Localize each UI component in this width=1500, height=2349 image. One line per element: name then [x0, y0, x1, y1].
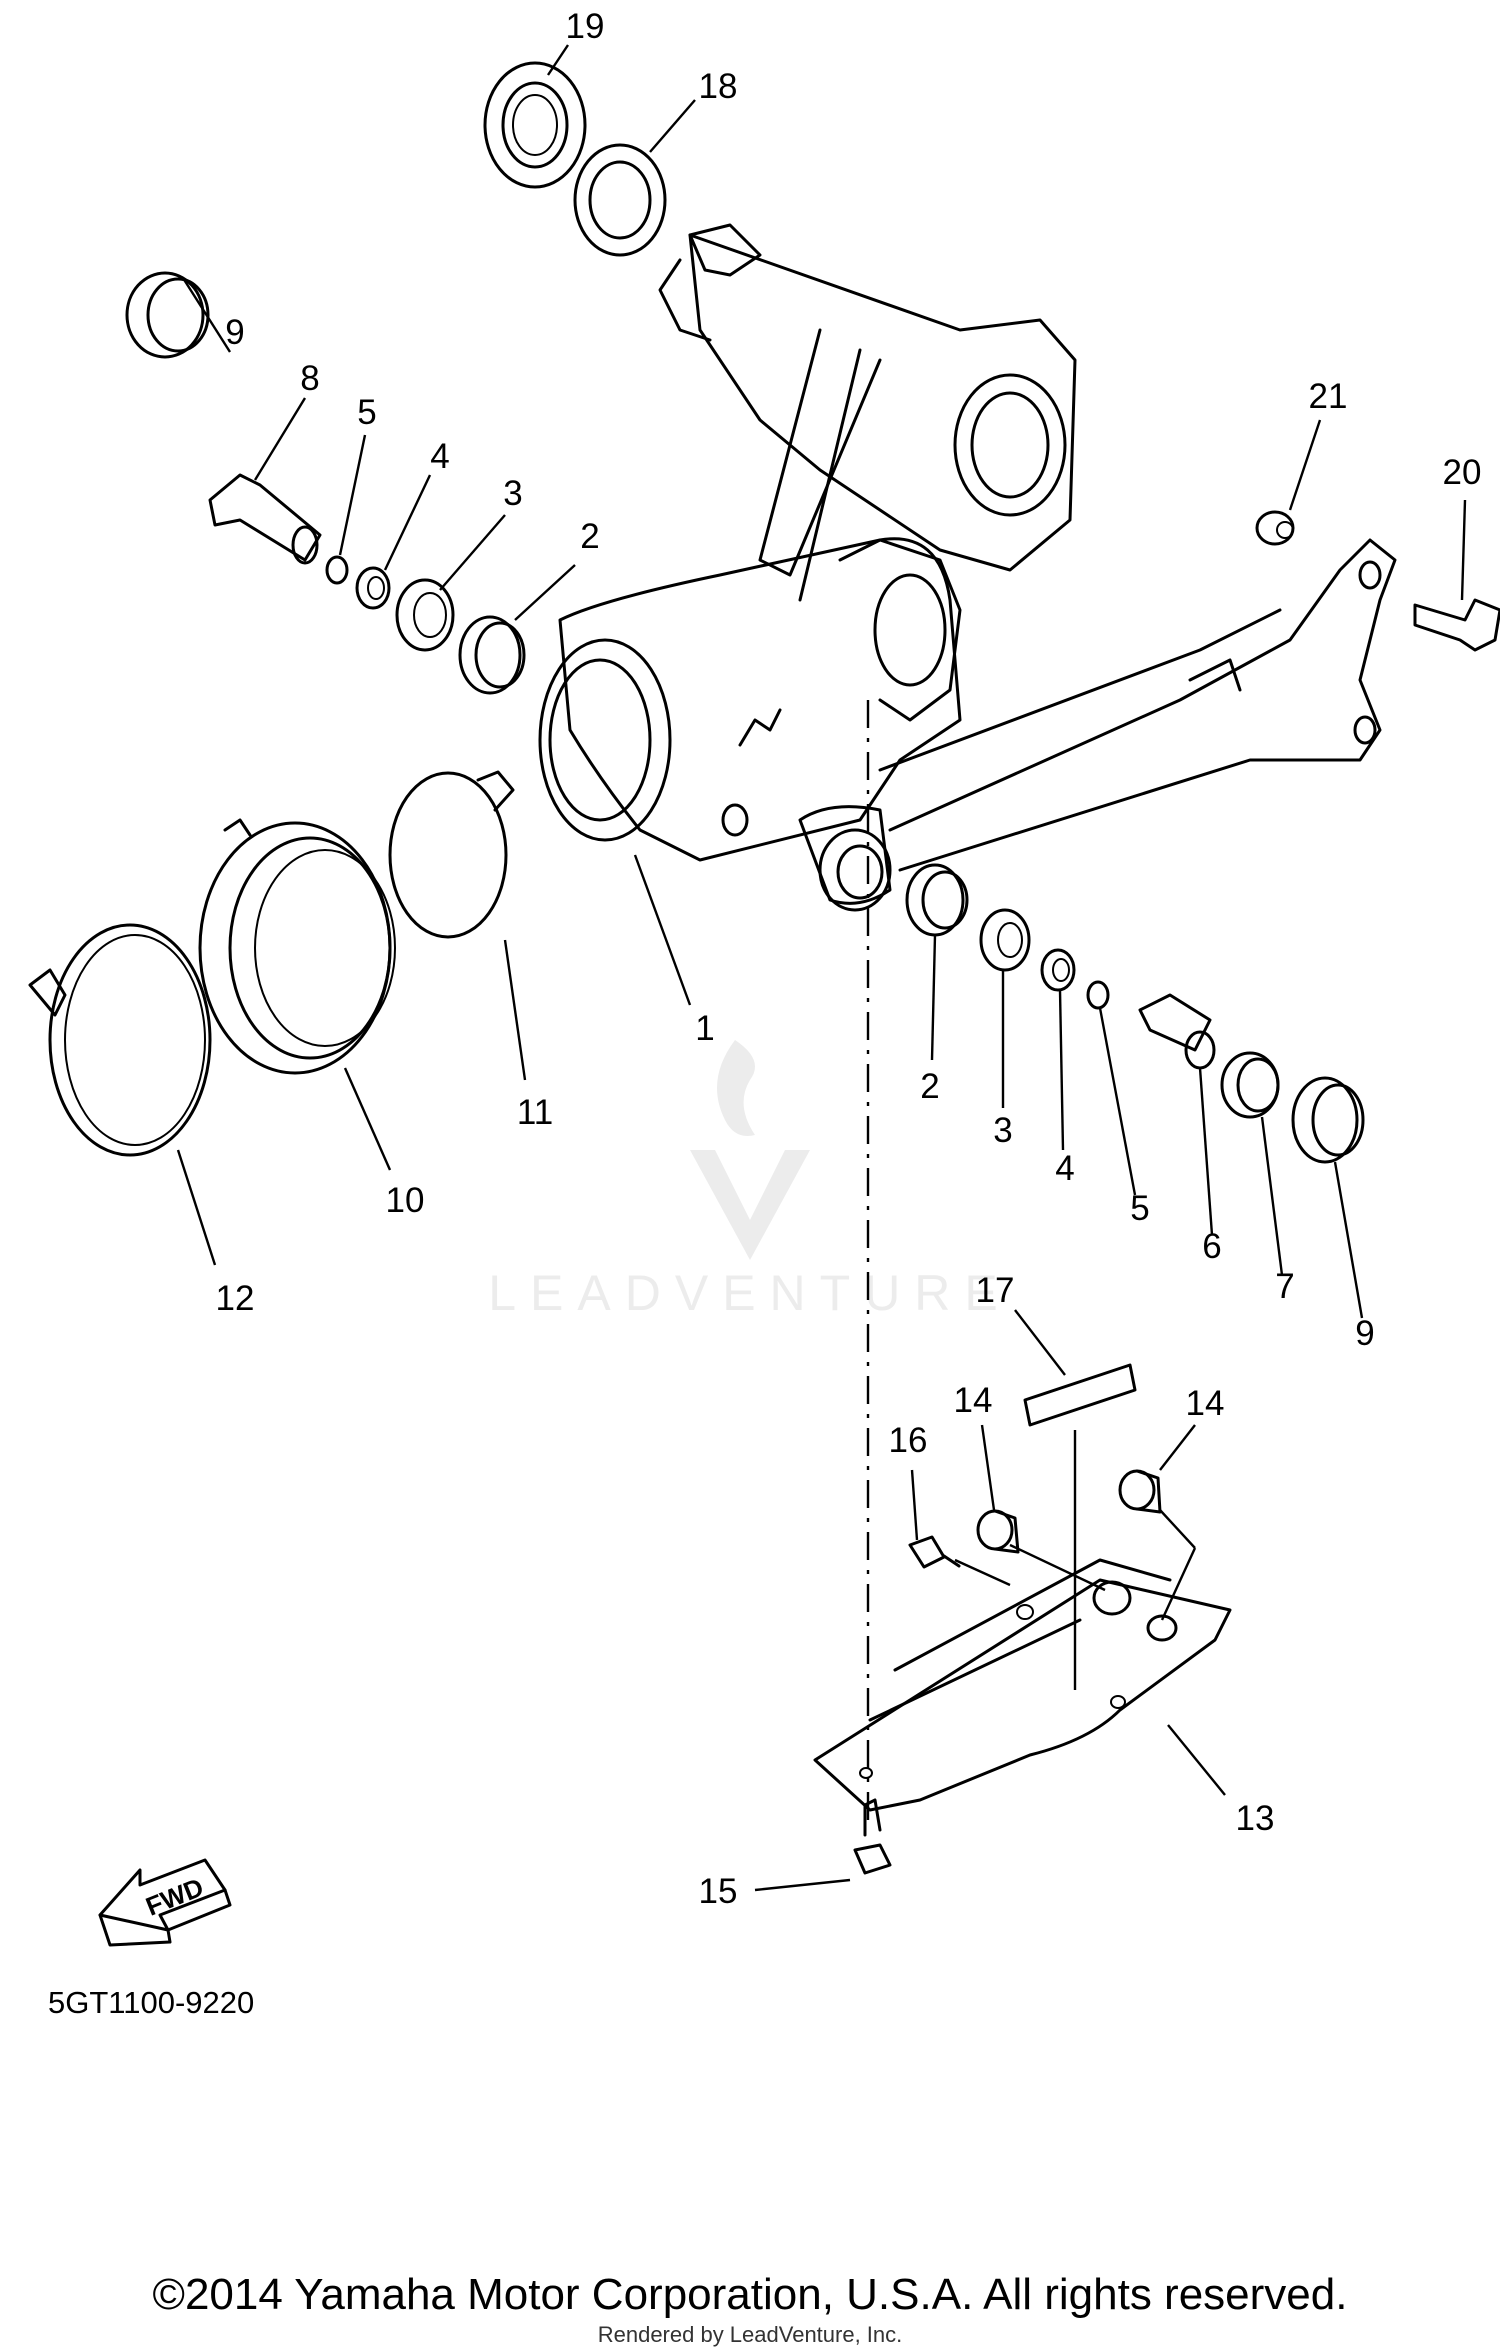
- clamp-part-11[interactable]: [388, 770, 515, 939]
- leader-lines: [176, 44, 1467, 1892]
- callout-13: 13: [1236, 1799, 1275, 1838]
- part-callouts: 19 18 9 8 5 4 3 2 21 20 1 11 10 12 2 3 4…: [216, 7, 1482, 1911]
- callout-4-right: 4: [1055, 1149, 1074, 1188]
- callout-4-left: 4: [430, 437, 449, 476]
- grommet-part-14-left[interactable]: [976, 1509, 1020, 1554]
- nut-part-21[interactable]: [1255, 510, 1295, 546]
- callout-14-left: 14: [954, 1381, 993, 1420]
- bolt-part-16[interactable]: [908, 1535, 961, 1569]
- skid-plate-part-13[interactable]: [813, 1558, 1232, 1812]
- pivot-shaft-part-8[interactable]: [208, 473, 322, 565]
- bolt-part-20[interactable]: [1413, 598, 1500, 652]
- pivot-shaft-part-6[interactable]: [1138, 993, 1216, 1070]
- collar-part-4-right[interactable]: [1040, 948, 1076, 992]
- callout-5-left: 5: [357, 393, 376, 432]
- bearing-part-2-right[interactable]: [905, 863, 969, 937]
- callout-5-right: 5: [1130, 1189, 1149, 1228]
- rendered-by-notice: Rendered by LeadVenture, Inc.: [597, 2322, 903, 2347]
- lock-nut-part-7[interactable]: [1220, 1051, 1280, 1119]
- callout-6: 6: [1202, 1227, 1221, 1266]
- clamp-part-12[interactable]: [28, 923, 212, 1157]
- callout-18: 18: [699, 67, 738, 106]
- cap-part-9-right[interactable]: [1291, 1076, 1365, 1164]
- cap-part-9-left[interactable]: [125, 271, 210, 359]
- copyright-notice: ©2014 Yamaha Motor Corporation, U.S.A. A…: [152, 2270, 1348, 2319]
- bearing-part-2-left[interactable]: [458, 615, 526, 695]
- bearing-part-18[interactable]: [573, 143, 667, 257]
- callout-3-left: 3: [503, 474, 522, 513]
- callout-7: 7: [1275, 1267, 1294, 1306]
- bearing-part-19[interactable]: [483, 61, 587, 189]
- callout-11: 11: [517, 1093, 553, 1132]
- callout-15: 15: [699, 1872, 738, 1911]
- grommet-part-14-right[interactable]: [1118, 1469, 1162, 1514]
- label-part-17[interactable]: [1023, 1363, 1137, 1427]
- callout-8: 8: [300, 359, 319, 398]
- collar-part-4-left[interactable]: [355, 566, 391, 610]
- fwd-arrow-icon: FWD: [98, 1858, 232, 1947]
- swingarm-part-1[interactable]: [538, 223, 1397, 912]
- o-ring-part-5-right[interactable]: [1086, 980, 1110, 1010]
- leadventure-watermark: LEADVENTURE: [488, 1040, 1012, 1321]
- callout-10: 10: [386, 1181, 425, 1220]
- seal-part-3-left[interactable]: [395, 578, 455, 652]
- o-ring-part-5-left[interactable]: [325, 555, 349, 585]
- callout-16: 16: [889, 1421, 928, 1460]
- watermark-text: LEADVENTURE: [488, 1265, 1012, 1321]
- diagram-code: 5GT1100-9220: [48, 1985, 255, 2020]
- seal-part-3-right[interactable]: [979, 908, 1031, 972]
- callout-3-right: 3: [993, 1111, 1012, 1150]
- callout-2-right: 2: [920, 1067, 939, 1106]
- callout-2-left: 2: [580, 517, 599, 556]
- callout-14-right: 14: [1186, 1384, 1225, 1423]
- callout-1: 1: [695, 1009, 714, 1048]
- bolt-part-15[interactable]: [853, 1798, 892, 1875]
- boot-part-10[interactable]: [198, 818, 396, 1075]
- callout-9-left: 9: [225, 313, 244, 352]
- callout-20: 20: [1443, 453, 1482, 492]
- callout-17: 17: [976, 1271, 1015, 1310]
- callout-21: 21: [1309, 377, 1348, 416]
- callout-9-right: 9: [1355, 1314, 1374, 1353]
- callout-19: 19: [566, 7, 605, 46]
- callout-12: 12: [216, 1279, 255, 1318]
